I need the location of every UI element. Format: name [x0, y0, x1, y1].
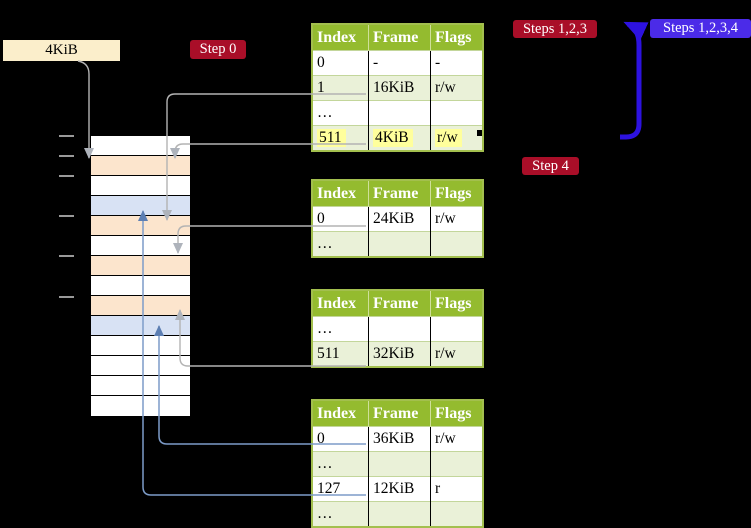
table-cell: … [312, 316, 369, 342]
table-cell: … [312, 451, 369, 477]
highlighted-value: 4KiB [373, 129, 413, 147]
table-cell: r [430, 476, 483, 502]
memory-stack [90, 135, 191, 417]
table-cell [368, 501, 431, 527]
table-cell: - [368, 50, 431, 76]
table-row: … [312, 231, 483, 257]
highlighted-value: r/w [435, 129, 462, 147]
page-size-label: 4KiB [3, 40, 120, 61]
table-cell: 511 [312, 341, 369, 367]
table-cell: 4KiB [368, 125, 431, 151]
table-cell [430, 100, 483, 126]
step4-badge: Step 4 [522, 157, 579, 175]
memory-frame-row-white [91, 376, 190, 396]
memory-frame-row-white [91, 136, 190, 156]
table-cell [368, 316, 431, 342]
memory-frame-row-white [91, 396, 190, 416]
table-cell [368, 451, 431, 477]
table-cell: 0 [312, 426, 369, 452]
memory-frame-row-orange [91, 256, 190, 276]
table-cell [430, 451, 483, 477]
memory-frame-row-white [91, 356, 190, 376]
memory-frame-row-blue [91, 196, 190, 216]
steps-123-badge: Steps 1,2,3 [513, 20, 597, 38]
table-cell: 0 [312, 50, 369, 76]
table-header-cell: Flags [430, 400, 483, 427]
table-row: … [312, 451, 483, 477]
table-header-cell: Flags [430, 24, 483, 51]
table-cell [430, 231, 483, 257]
memory-frame-row-white [91, 236, 190, 256]
memory-frame-row-white [91, 336, 190, 356]
table-header-cell: Frame [368, 400, 431, 427]
table-header-cell: Frame [368, 180, 431, 207]
table-cell [430, 316, 483, 342]
table-cell: - [430, 50, 483, 76]
table-header-cell: Index [312, 400, 369, 427]
table-row: 0-- [312, 50, 483, 76]
table-header-cell: Frame [368, 290, 431, 317]
table-cell: 24KiB [368, 206, 431, 232]
memory-frame-row-orange [91, 216, 190, 236]
table-header-cell: Index [312, 180, 369, 207]
table-row: … [312, 316, 483, 342]
table-header-cell: Index [312, 290, 369, 317]
steps-1234-badge: Steps 1,2,3,4 [650, 19, 751, 38]
table-cell: r/w [430, 125, 483, 151]
memory-frame-row-white [91, 176, 190, 196]
table-cell: 511 [312, 125, 369, 151]
table-row: … [312, 100, 483, 126]
table-cell: 0 [312, 206, 369, 232]
table-cell: r/w [430, 341, 483, 367]
memory-frame-row-orange [91, 296, 190, 316]
memory-frame-row-blue [91, 316, 190, 336]
table-cell [368, 100, 431, 126]
table-cell: r/w [430, 206, 483, 232]
memory-frame-row-white [91, 276, 190, 296]
table-cell: r/w [430, 426, 483, 452]
table-cell: … [312, 501, 369, 527]
table-cell: … [312, 100, 369, 126]
table-cell [368, 231, 431, 257]
table-cell: 12KiB [368, 476, 431, 502]
memory-frame-row-orange [91, 156, 190, 176]
table-row: … [312, 501, 483, 527]
loop-back-arrow [620, 21, 649, 140]
table-cell: 36KiB [368, 426, 431, 452]
table-header-cell: Flags [430, 180, 483, 207]
connector-pagesize-to-frame1 [77, 60, 94, 159]
table-cell: 16KiB [368, 75, 431, 101]
table-header-cell: Index [312, 24, 369, 51]
table-cell: 32KiB [368, 341, 431, 367]
table-cell [430, 501, 483, 527]
highlighted-value: 511 [317, 129, 346, 147]
address-tick-marks [59, 135, 74, 298]
table-cell: 127 [312, 476, 369, 502]
table-cell: … [312, 231, 369, 257]
table-cell: 1 [312, 75, 369, 101]
table-header-cell: Flags [430, 290, 483, 317]
step0-badge: Step 0 [190, 40, 246, 59]
table-header-cell: Frame [368, 24, 431, 51]
table-cell: r/w [430, 75, 483, 101]
table-row: 511 4KiB r/w [312, 125, 483, 151]
